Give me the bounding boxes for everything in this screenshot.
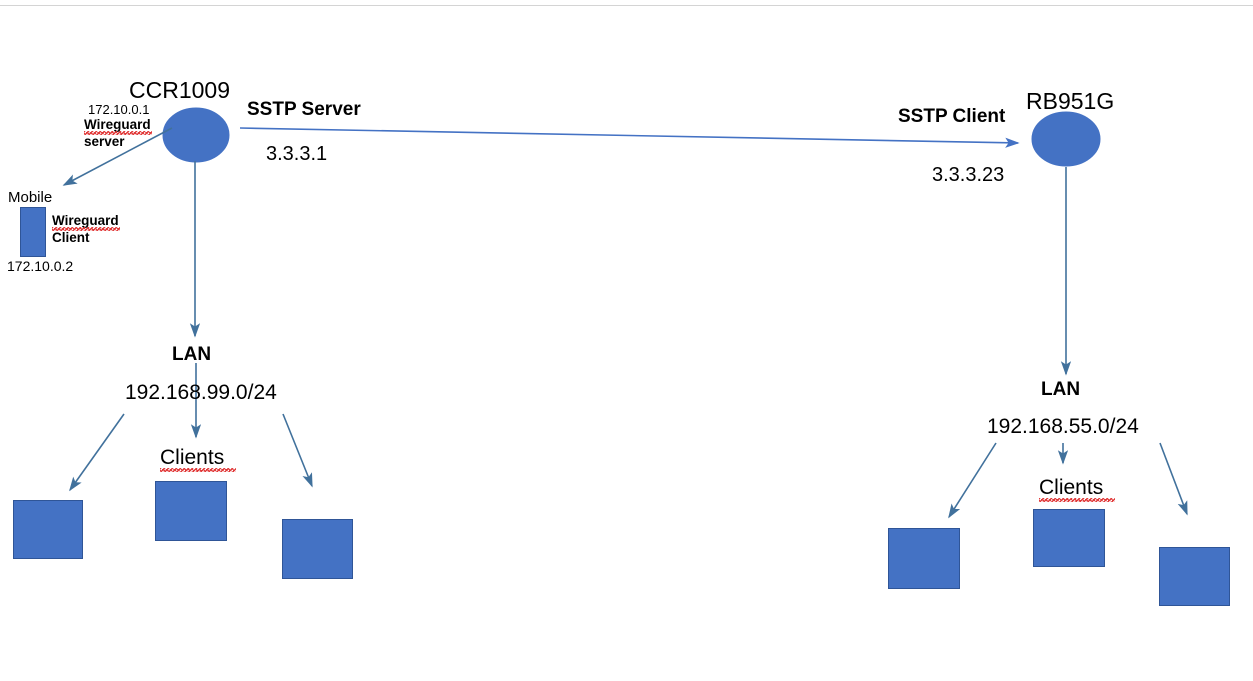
node-label-rb951g: RB951G bbox=[1026, 88, 1115, 114]
lan-subnet-right: 192.168.55.0/24 bbox=[987, 415, 1139, 438]
node-rb951g-ellipse[interactable] bbox=[1031, 111, 1101, 167]
node-mobile-rectangle[interactable] bbox=[20, 207, 46, 257]
connector-lan-left-to-client-1 bbox=[69, 413, 125, 492]
node-label-ccr1009: CCR1009 bbox=[129, 77, 230, 103]
node-ip-mobile: 172.10.0.2 bbox=[7, 258, 74, 274]
client-box-right-3[interactable] bbox=[1159, 547, 1230, 606]
node-role-mobile-line1: Wireguard bbox=[52, 213, 119, 228]
connector-sstp-tunnel bbox=[239, 127, 1020, 148]
tunnel-ip-sstp-server: 3.3.3.1 bbox=[266, 143, 328, 165]
tunnel-label-sstp-client: SSTP Client bbox=[898, 106, 1006, 127]
node-ccr1009-ellipse[interactable] bbox=[162, 107, 230, 163]
tunnel-ip-sstp-client: 3.3.3.23 bbox=[932, 164, 1005, 186]
client-box-right-1[interactable] bbox=[888, 528, 960, 589]
node-ip-ccr1009: 172.10.0.1 bbox=[88, 102, 150, 117]
lan-label-right: LAN bbox=[1041, 379, 1081, 400]
node-label-mobile: Mobile bbox=[8, 189, 53, 206]
node-role-ccr1009-line2: server bbox=[84, 134, 125, 149]
client-box-left-1[interactable] bbox=[13, 500, 83, 559]
spellcheck-underline-clients-right bbox=[1039, 498, 1115, 502]
spellcheck-underline-wireguard-server bbox=[84, 131, 152, 135]
spellcheck-underline-wireguard-client bbox=[52, 227, 120, 231]
node-role-mobile-line2: Client bbox=[52, 230, 90, 245]
top-divider-rule bbox=[0, 5, 1253, 6]
client-box-right-2[interactable] bbox=[1033, 509, 1105, 567]
client-box-left-3[interactable] bbox=[282, 519, 353, 579]
connector-lan-right-to-client-3 bbox=[1159, 442, 1188, 516]
lan-clients-label-right: Clients bbox=[1039, 476, 1104, 499]
client-box-left-2[interactable] bbox=[155, 481, 227, 541]
node-role-ccr1009-line1: Wireguard bbox=[84, 117, 151, 132]
connector-lan-right-to-client-1 bbox=[948, 442, 997, 519]
lan-clients-label-left: Clients bbox=[160, 446, 225, 469]
tunnel-label-sstp-server: SSTP Server bbox=[247, 99, 361, 120]
spellcheck-underline-clients-left bbox=[160, 468, 236, 472]
lan-subnet-left: 192.168.99.0/24 bbox=[125, 381, 277, 404]
connector-lan-left-to-client-3 bbox=[282, 413, 313, 488]
lan-label-left: LAN bbox=[172, 344, 212, 365]
